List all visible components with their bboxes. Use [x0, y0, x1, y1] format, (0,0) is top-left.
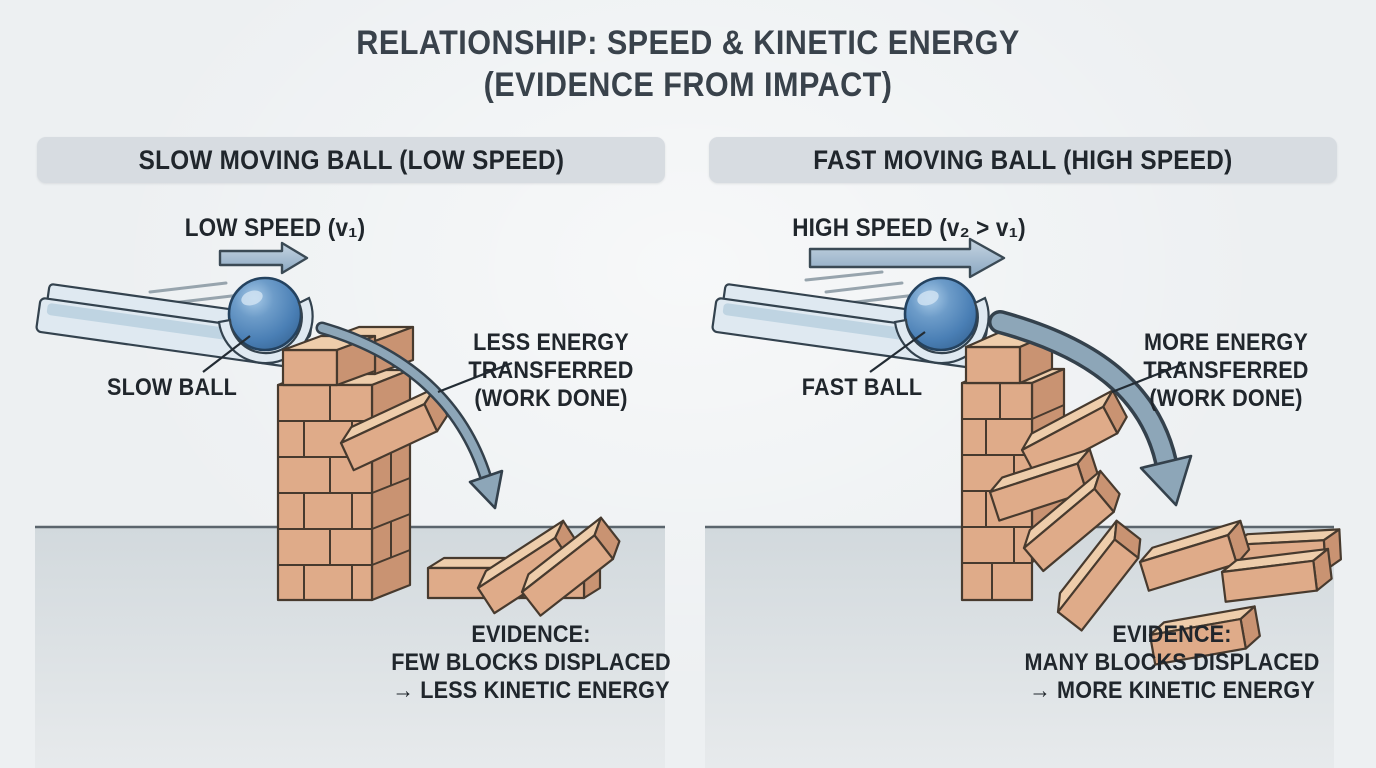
more-energy-line-2: TRANSFERRED	[1143, 357, 1309, 384]
panel-header-fast-label: FAST MOVING BALL (HIGH SPEED)	[813, 144, 1233, 175]
fast-impact-arrow-icon	[988, 310, 1193, 507]
more-energy-line-3: (WORK DONE)	[1149, 385, 1303, 412]
fast-ball-label: FAST BALL	[801, 374, 923, 401]
more-energy-callout-line	[1111, 361, 1187, 394]
less-energy-line-1: LESS ENERGY	[473, 329, 629, 356]
fast-evidence-note: EVIDENCE: MANY BLOCKS DISPLACED → MORE K…	[1019, 621, 1325, 705]
slow-impact-arrow-icon	[315, 321, 504, 510]
slow-evidence-line-3: → LESS KINETIC ENERGY	[392, 677, 670, 704]
fast-evidence-line-3: → MORE KINETIC ENERGY	[1029, 677, 1315, 704]
fast-evidence-line-1: EVIDENCE:	[1112, 621, 1232, 648]
low-speed-label: LOW SPEED (v₁)	[184, 214, 366, 242]
less-energy-line-3: (WORK DONE)	[474, 385, 628, 412]
slow-ball-label: SLOW BALL	[106, 374, 237, 401]
less-energy-line-2: TRANSFERRED	[468, 357, 634, 384]
slow-speed-arrow-icon	[218, 241, 309, 275]
less-energy-callout-line	[437, 361, 513, 394]
less-energy-note: LESS ENERGY TRANSFERRED (WORK DONE)	[443, 329, 659, 413]
slow-evidence-line-1: EVIDENCE:	[471, 621, 591, 648]
panel-header-slow-label: SLOW MOVING BALL (LOW SPEED)	[138, 144, 564, 175]
panel-header-slow: SLOW MOVING BALL (LOW SPEED)	[37, 137, 665, 183]
slow-block-tower	[276, 325, 453, 602]
page-title: RELATIONSHIP: SPEED & KINETIC ENERGY (EV…	[69, 22, 1307, 106]
fast-ball-callout-line	[869, 331, 926, 373]
slow-ball-callout-line	[202, 335, 251, 373]
fast-ramp-and-ball	[710, 270, 991, 371]
fast-evidence-line-2: MANY BLOCKS DISPLACED	[1024, 649, 1320, 676]
fast-block-tower	[960, 331, 1150, 632]
high-speed-label: HIGH SPEED (v₂ > v₁)	[792, 214, 1026, 242]
more-energy-note: MORE ENERGY TRANSFERRED (WORK DONE)	[1118, 329, 1334, 413]
fast-speed-arrow-icon	[808, 237, 1006, 279]
title-line-1: RELATIONSHIP: SPEED & KINETIC ENERGY	[356, 24, 1020, 62]
slow-evidence-note: EVIDENCE: FEW BLOCKS DISPLACED → LESS KI…	[378, 621, 684, 705]
title-line-2: (EVIDENCE FROM IMPACT)	[483, 66, 893, 104]
slow-ramp-and-ball	[34, 276, 315, 371]
slow-evidence-line-2: FEW BLOCKS DISPLACED	[391, 649, 671, 676]
panel-header-fast: FAST MOVING BALL (HIGH SPEED)	[709, 137, 1337, 183]
more-energy-line-1: MORE ENERGY	[1143, 329, 1308, 356]
